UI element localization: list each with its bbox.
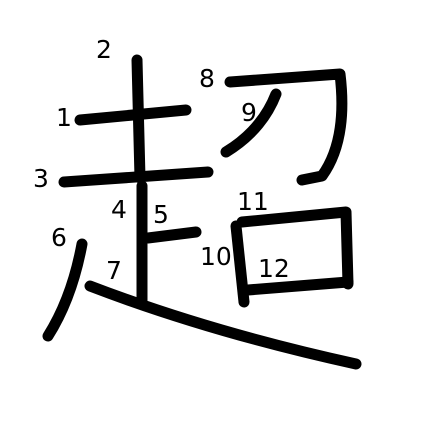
- stroke-number-3: 3: [33, 164, 49, 193]
- stroke-number-10: 10: [200, 242, 232, 271]
- stroke-number-5: 5: [153, 200, 169, 229]
- stroke-number-6: 6: [51, 223, 67, 252]
- stroke-6: [42, 238, 88, 342]
- stroke-number-11: 11: [237, 187, 269, 216]
- stroke-number-4: 4: [111, 195, 127, 224]
- stroke-3: [58, 166, 214, 188]
- stroke-8: [224, 68, 348, 186]
- stroke-2: [131, 54, 146, 184]
- stroke-11: [236, 206, 354, 290]
- stroke-number-9: 9: [241, 98, 257, 127]
- stroke-number-12: 12: [258, 254, 290, 283]
- stroke-5: [142, 226, 202, 244]
- stroke-number-8: 8: [199, 64, 215, 93]
- stroke-number-7: 7: [106, 256, 122, 285]
- stroke-9: [220, 88, 282, 158]
- stroke-7: [84, 280, 362, 370]
- stroke-12: [242, 276, 354, 296]
- stroke-number-2: 2: [96, 35, 112, 64]
- stroke-number-1: 1: [56, 103, 72, 132]
